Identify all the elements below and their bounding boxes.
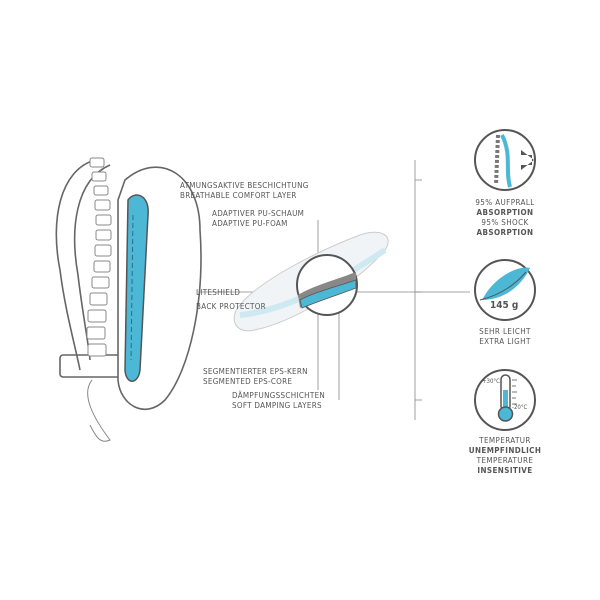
feature-light: SEHR LEICHT EXTRA LIGHT	[450, 327, 560, 347]
feature-shock-absorption: 95% AUFPRALL ABSORPTION 95% SHOCK ABSORP…	[450, 198, 560, 238]
spine-icon	[86, 157, 112, 442]
feature-text: INSENSITIVE	[477, 466, 533, 475]
feature-text: 95% AUFPRALL	[475, 198, 535, 207]
product-name-line1: LITESHIELD	[196, 288, 241, 297]
temp-max: +30°C	[482, 378, 500, 385]
comfort-layer-label: ATMUNGSAKTIVE BESCHICHTUNG BREATHABLE CO…	[180, 181, 309, 201]
feature-text: TEMPERATURE	[476, 456, 534, 465]
feature-icons	[474, 129, 536, 431]
feature-text: 95% SHOCK	[481, 218, 529, 227]
comfort-layer-de: ATMUNGSAKTIVE BESCHICHTUNG	[180, 181, 309, 190]
feature-text: ABSORPTION	[476, 228, 534, 237]
damping-label: DÄMPFUNGSSCHICHTEN SOFT DAMPING LAYERS	[232, 391, 325, 411]
foam-en: ADAPTIVE PU-FOAM	[212, 219, 288, 228]
feature-text: EXTRA LIGHT	[479, 337, 531, 346]
feature-text: SEHR LEICHT	[479, 327, 531, 336]
protector-side-view	[117, 166, 202, 411]
core-en: SEGMENTED EPS-CORE	[203, 377, 293, 386]
temp-min: -20°C	[512, 404, 528, 411]
damping-en: SOFT DAMPING LAYERS	[232, 401, 322, 410]
feature-temperature: TEMPERATUR UNEMPFINDLICH TEMPERATURE INS…	[450, 436, 560, 476]
foam-label: ADAPTIVER PU-SCHAUM ADAPTIVE PU-FOAM	[212, 209, 304, 229]
damping-de: DÄMPFUNGSSCHICHTEN	[232, 391, 326, 400]
foam-de: ADAPTIVER PU-SCHAUM	[212, 209, 305, 218]
feature-text: ABSORPTION	[476, 208, 534, 217]
product-name-line2: BACK PROTECTOR	[196, 302, 266, 311]
core-label: SEGMENTIERTER EPS-KERN SEGMENTED EPS-COR…	[203, 367, 308, 387]
feature-text: UNEMPFINDLICH	[468, 446, 542, 455]
core-de: SEGMENTIERTER EPS-KERN	[203, 367, 308, 376]
comfort-layer-en: BREATHABLE COMFORT LAYER	[180, 191, 297, 200]
product-name: LITESHIELD BACK PROTECTOR	[196, 286, 266, 314]
layer-detail-magnifier	[296, 254, 358, 316]
weight-value: 145 g	[490, 300, 519, 311]
feature-text: TEMPERATUR	[479, 436, 531, 445]
